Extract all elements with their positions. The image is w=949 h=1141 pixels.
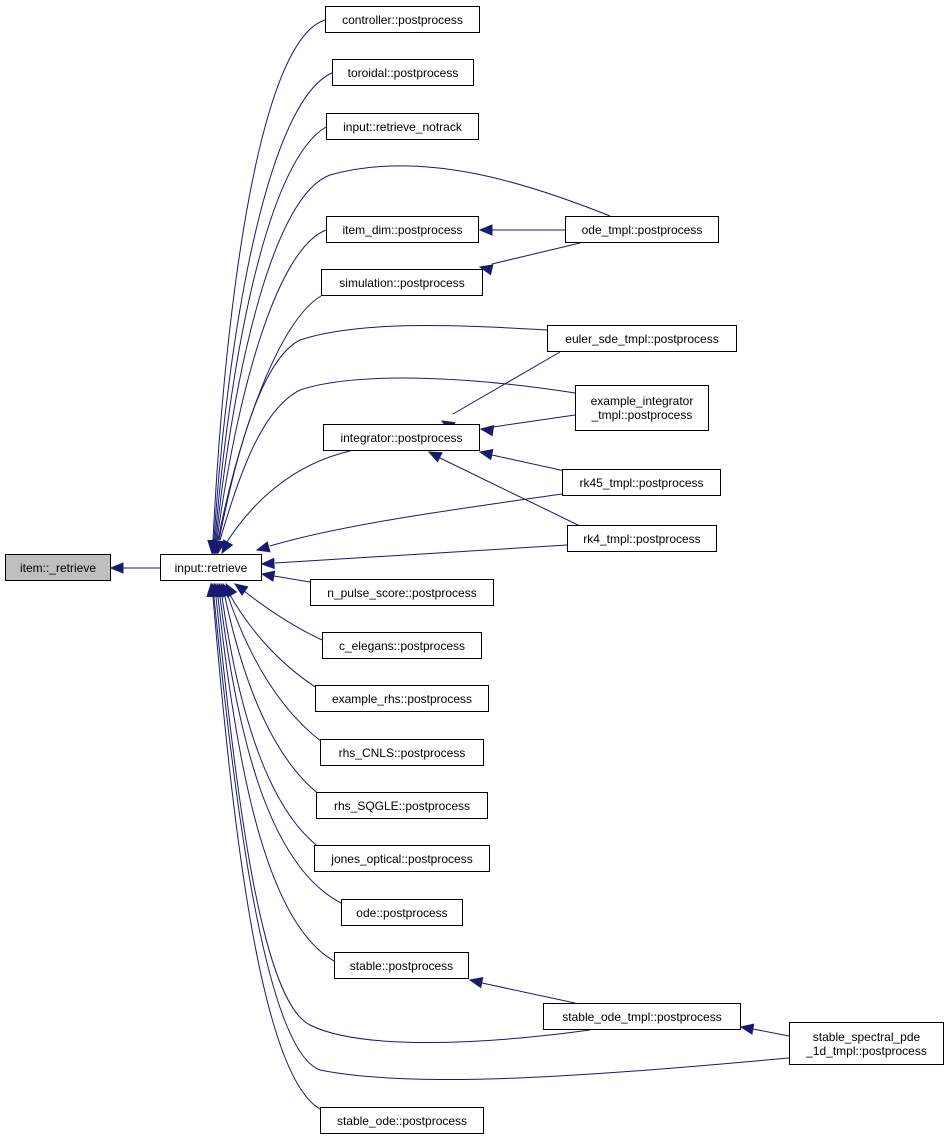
arrowhead-icon <box>221 539 234 555</box>
edge-stable-spectral-to-stable-ode-tmpl <box>739 1023 790 1037</box>
arrowhead-icon <box>478 448 494 461</box>
node-simulation-postprocess[interactable]: simulation::postprocess <box>321 269 483 296</box>
node-input-retrieve-notrack[interactable]: input::retrieve_notrack <box>326 113 479 140</box>
arrowhead-icon <box>468 976 484 989</box>
edge-controller <box>207 19 326 555</box>
arrowhead-icon <box>214 539 226 555</box>
node-toroidal-postprocess[interactable]: toroidal::postprocess <box>332 59 474 86</box>
node-euler-sde-tmpl-postprocess[interactable]: euler_sde_tmpl::postprocess <box>547 325 737 352</box>
node-stable-spectral-pde-1d-tmpl-postprocess[interactable]: stable_spectral_pde _1d_tmpl::postproces… <box>789 1022 944 1065</box>
node-stable-ode-postprocess[interactable]: stable_ode::postprocess <box>320 1107 484 1134</box>
node-item-retrieve: item::_retrieve <box>5 554 111 581</box>
node-item-dim-postprocess[interactable]: item_dim::postprocess <box>326 216 479 243</box>
node-ode-postprocess[interactable]: ode::postprocess <box>341 899 463 926</box>
node-example-integrator-tmpl-postprocess[interactable]: example_integrator _tmpl::postprocess <box>575 385 709 431</box>
node-controller-postprocess[interactable]: controller::postprocess <box>325 6 480 33</box>
edge-example-integrator-direct <box>214 377 576 555</box>
edge-ode-tmpl-to-item-dim <box>478 224 565 236</box>
arrowhead-icon <box>255 541 271 553</box>
arrowhead-icon <box>478 224 493 236</box>
edge-rk4-direct <box>260 544 568 570</box>
edge-ode-tmpl-to-simulation <box>478 242 581 276</box>
node-input-retrieve[interactable]: input::retrieve <box>160 554 262 581</box>
arrowhead-icon <box>478 264 494 276</box>
edge-c-elegans <box>233 583 323 641</box>
node-integrator-postprocess[interactable]: integrator::postprocess <box>323 424 480 451</box>
arrowhead-icon <box>427 451 443 463</box>
node-example-rhs-postprocess[interactable]: example_rhs::postprocess <box>315 685 489 712</box>
edge-integrator <box>221 450 351 555</box>
arrowhead-icon <box>109 562 124 574</box>
edge-n-pulse <box>260 570 311 583</box>
node-ode-tmpl-postprocess[interactable]: ode_tmpl::postprocess <box>565 216 719 243</box>
edge-rk45-to-integrator <box>478 448 566 472</box>
node-c-elegans-postprocess[interactable]: c_elegans::postprocess <box>322 632 482 659</box>
edge-example-rhs <box>225 582 321 691</box>
node-rk45-tmpl-postprocess[interactable]: rk45_tmpl::postprocess <box>562 469 721 496</box>
edge-toroidal <box>207 72 333 555</box>
node-stable-ode-tmpl-postprocess[interactable]: stable_ode_tmpl::postprocess <box>543 1003 741 1030</box>
edge-jones <box>215 582 321 849</box>
arrowhead-icon <box>206 582 218 597</box>
node-n-pulse-score-postprocess[interactable]: n_pulse_score::postprocess <box>310 579 494 606</box>
edge-rk4-to-integrator <box>427 451 581 527</box>
node-rhs-cnls-postprocess[interactable]: rhs_CNLS::postprocess <box>320 739 484 766</box>
node-rhs-sqgle-postprocess[interactable]: rhs_SQGLE::postprocess <box>316 792 488 819</box>
edge-rk45-direct <box>255 493 563 553</box>
node-rk4-tmpl-postprocess[interactable]: rk4_tmpl::postprocess <box>567 525 717 552</box>
arrowhead-icon <box>233 583 249 596</box>
arrowhead-icon <box>260 557 275 570</box>
edge-stable-ode <box>206 582 323 1111</box>
edge-stable-ode-tmpl-to-stable <box>468 976 576 1004</box>
node-stable-postprocess[interactable]: stable::postprocess <box>334 952 469 979</box>
arrowhead-icon <box>479 425 495 437</box>
arrowhead-icon <box>260 570 276 582</box>
edge-example-integrator-to-integrator <box>479 414 576 437</box>
arrowhead-icon <box>739 1023 755 1035</box>
node-jones-optical-postprocess[interactable]: jones_optical::postprocess <box>314 845 490 872</box>
edge-input-retrieve-to-item-retrieve <box>109 562 160 574</box>
edge-item-dim <box>210 229 327 555</box>
